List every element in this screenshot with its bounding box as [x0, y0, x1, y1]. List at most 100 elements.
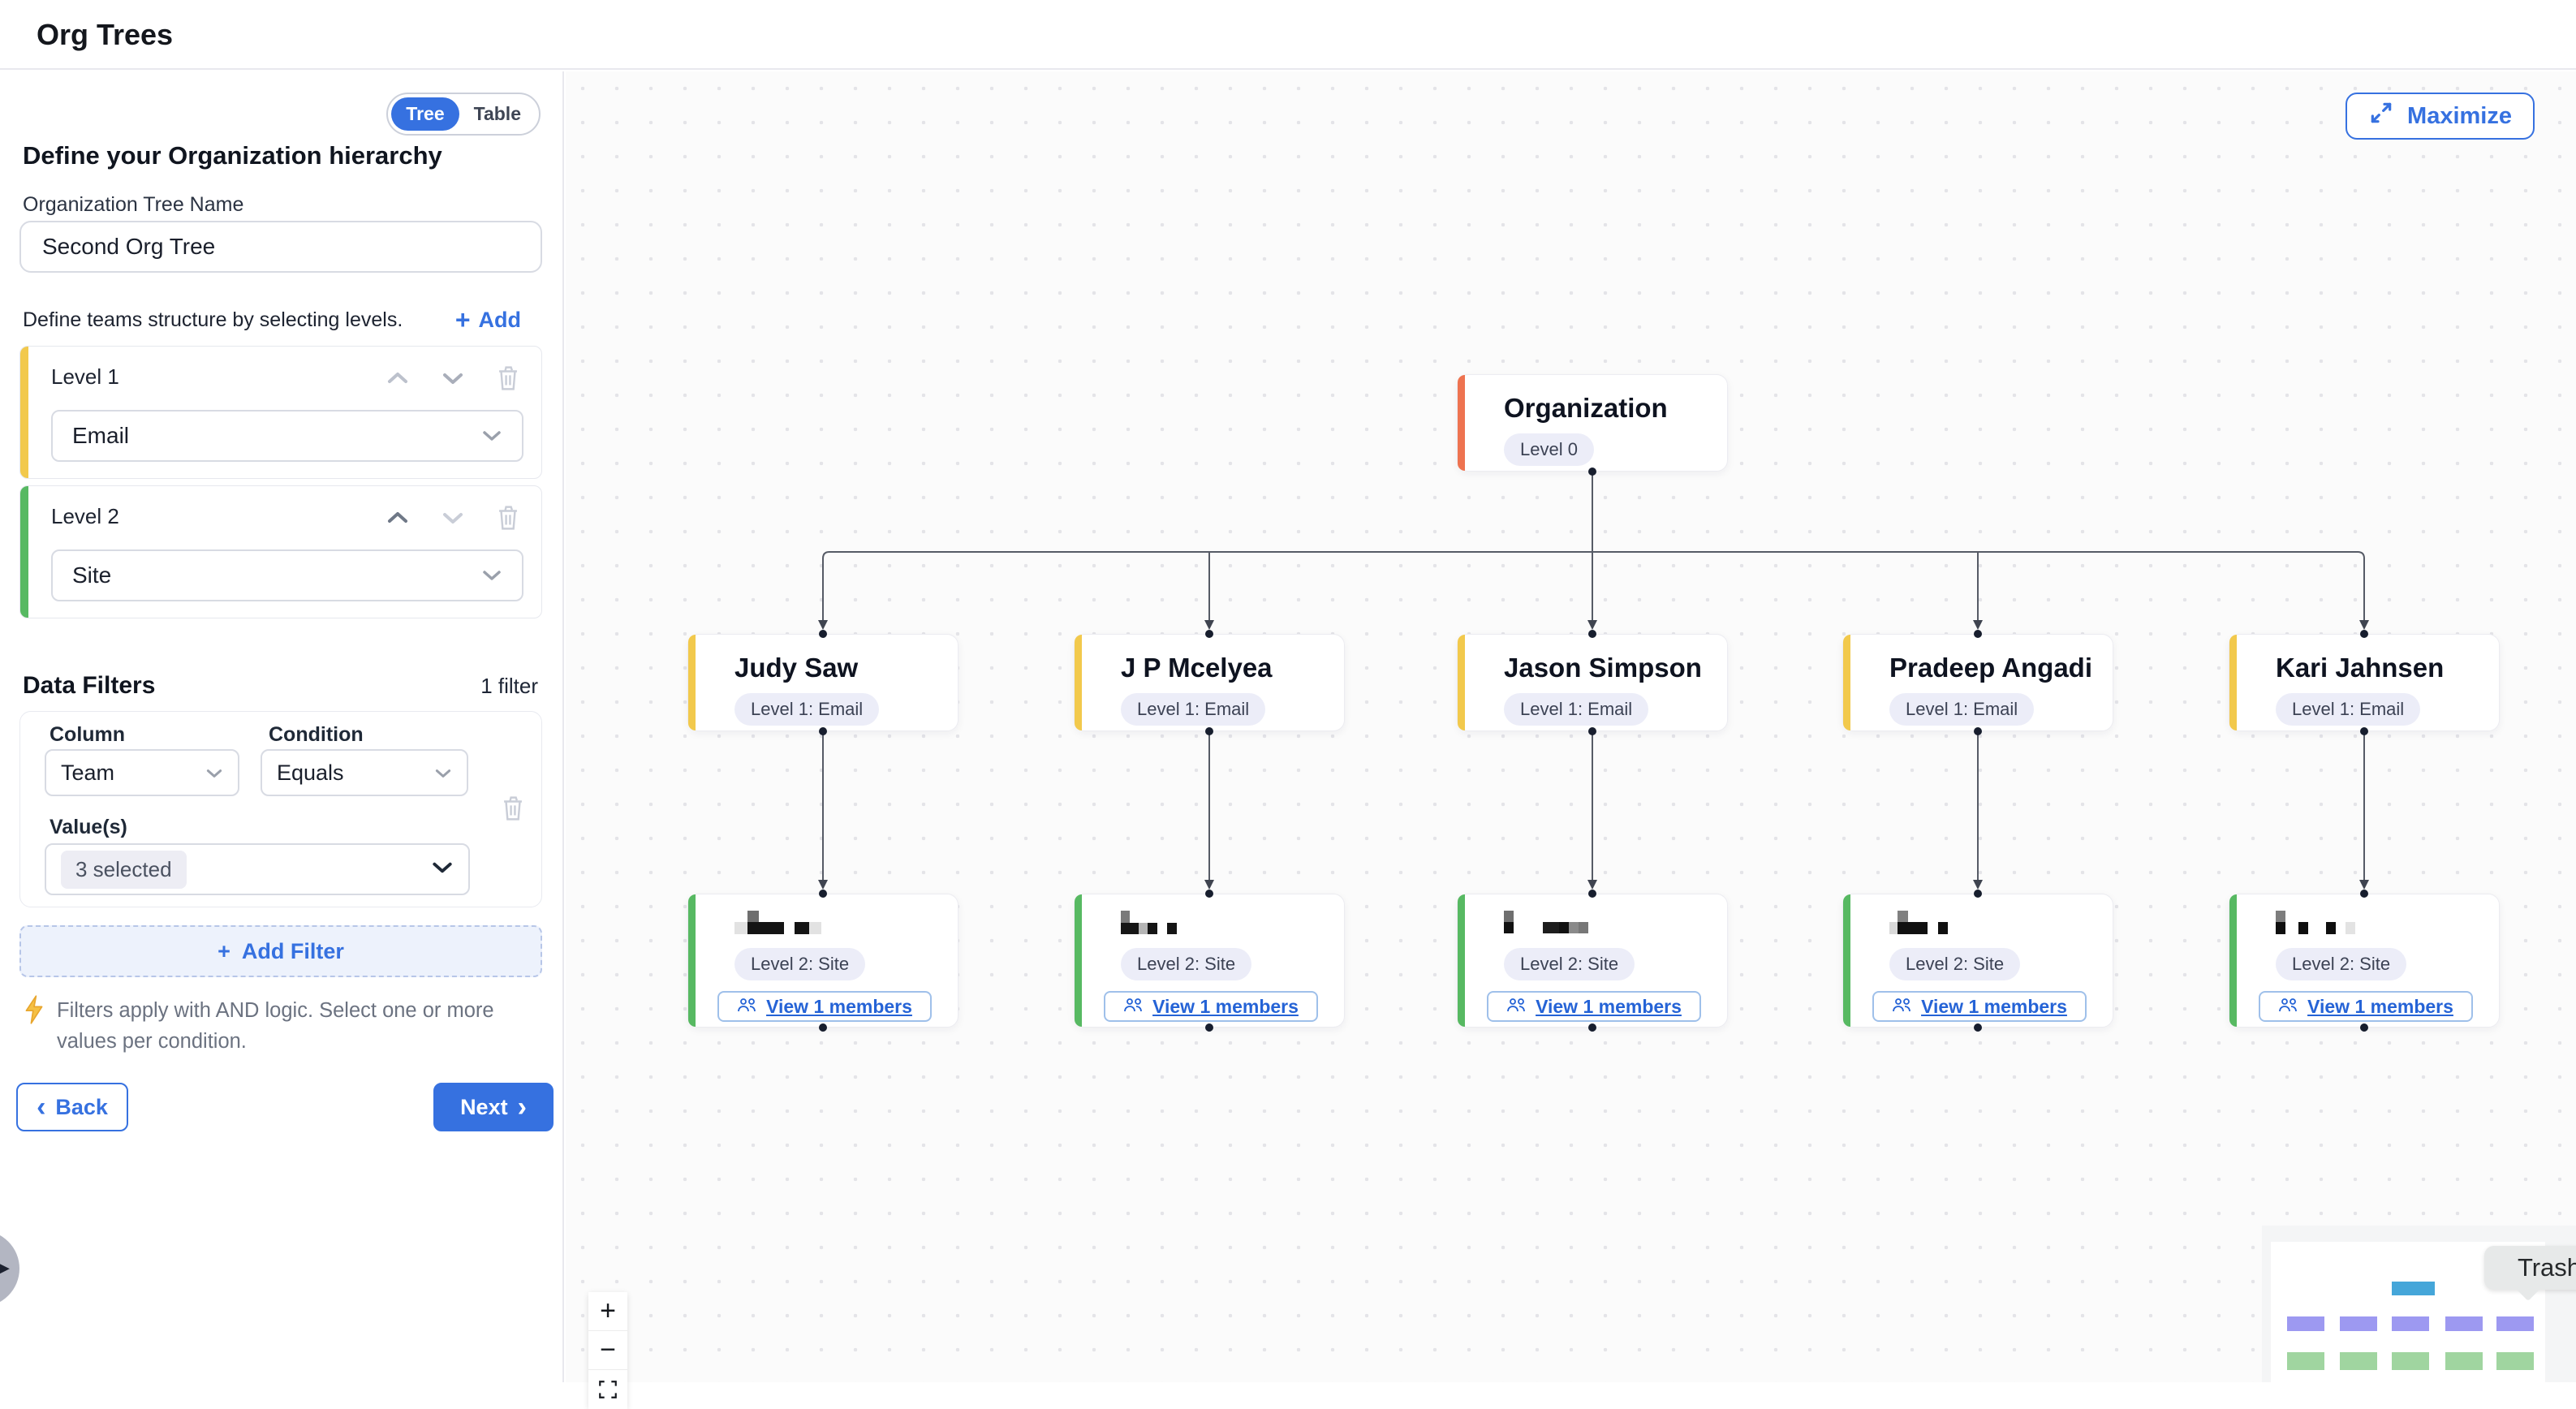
tree-name-input[interactable] — [19, 221, 542, 273]
node-level-badge: Level 1: Email — [2276, 693, 2421, 726]
view-members-label: View 1 members — [2307, 995, 2453, 1017]
org-node-level1[interactable]: Judy Saw Level 1: Email — [687, 634, 958, 731]
org-node-level2[interactable]: Level 2: Site View 1 members — [2229, 894, 2500, 1028]
members-icon — [1506, 996, 1527, 1018]
toggle-tree[interactable]: Tree — [391, 97, 459, 131]
sidebar-collapse-handle[interactable]: ▶ — [0, 1230, 19, 1307]
redacted-title — [2276, 911, 2438, 937]
next-label: Next — [460, 1094, 508, 1119]
toggle-table[interactable]: Table — [473, 103, 521, 124]
org-node-level1[interactable]: Jason Simpson Level 1: Email — [1457, 634, 1728, 731]
maximize-button[interactable]: Maximize — [2346, 93, 2535, 140]
page-title: Org Trees — [37, 18, 174, 51]
level-1-accent-bar — [20, 347, 28, 478]
node-accent-bar — [1458, 894, 1465, 1027]
org-node-level2[interactable]: Level 2: Site View 1 members — [1074, 894, 1345, 1028]
node-title: Pradeep Angadi — [1889, 653, 2092, 683]
zoom-in-button[interactable]: + — [588, 1292, 627, 1331]
plus-icon: + — [454, 305, 471, 334]
org-node-level1[interactable]: J P Mcelyea Level 1: Email — [1074, 634, 1345, 731]
view-members-button[interactable]: View 1 members — [2259, 991, 2473, 1022]
filter-count: 1 filter — [480, 674, 538, 698]
level-1-select[interactable]: Email — [51, 410, 523, 462]
view-members-label: View 1 members — [766, 995, 912, 1017]
org-node-level1[interactable]: Kari Jahnsen Level 1: Email — [2229, 634, 2500, 731]
node-accent-bar — [688, 894, 696, 1027]
node-accent-bar — [1843, 635, 1850, 730]
move-up-icon[interactable] — [386, 370, 410, 386]
zoom-out-button[interactable]: − — [588, 1331, 627, 1370]
values-select[interactable]: 3 selected — [45, 843, 470, 895]
node-level-badge: Level 2: Site — [2276, 948, 2407, 980]
node-accent-bar — [688, 635, 696, 730]
node-level-badge: Level 1: Email — [1504, 693, 1649, 726]
filter-card: Column Condition Team Equals Value(s) 3 … — [19, 711, 542, 907]
view-members-button[interactable]: View 1 members — [1872, 991, 2087, 1022]
node-accent-bar — [1075, 635, 1082, 730]
add-level-button[interactable]: + Add — [455, 305, 521, 335]
plus-icon: + — [218, 938, 230, 963]
redacted-title — [734, 911, 897, 937]
org-node-level2[interactable]: Level 2: Site View 1 members — [1457, 894, 1728, 1028]
add-filter-button[interactable]: + Add Filter — [19, 925, 542, 977]
org-node-level2[interactable]: Level 2: Site View 1 members — [1842, 894, 2113, 1028]
view-toggle: Tree Table — [386, 93, 541, 136]
members-icon — [1123, 996, 1144, 1018]
chevron-down-icon — [481, 562, 502, 588]
move-down-icon[interactable] — [441, 510, 465, 526]
add-level-label: Add — [478, 308, 521, 332]
redacted-title — [1889, 911, 2052, 937]
level-2-selected-value: Site — [72, 562, 112, 588]
node-accent-bar — [2229, 894, 2237, 1027]
add-filter-label: Add Filter — [241, 938, 344, 963]
chevron-down-icon — [434, 761, 452, 786]
level-1-card: Level 1 Email — [19, 346, 542, 479]
node-level-badge: Level 2: Site — [734, 948, 866, 980]
fit-view-button[interactable] — [588, 1370, 627, 1409]
view-members-button[interactable]: View 1 members — [1487, 991, 1701, 1022]
node-level-badge: Level 1: Email — [734, 693, 880, 726]
level-1-label: Level 1 — [51, 364, 119, 389]
org-node-level1[interactable]: Pradeep Angadi Level 1: Email — [1842, 634, 2113, 731]
chevron-down-icon — [481, 423, 502, 449]
org-tree-canvas[interactable]: Maximize Organization Level 0 Judy Saw L… — [566, 71, 2576, 1409]
node-accent-bar — [1843, 894, 1850, 1027]
back-button[interactable]: ‹ Back — [16, 1083, 128, 1131]
move-down-icon[interactable] — [441, 370, 465, 386]
minimap-nodes — [2287, 1282, 2534, 1370]
zoom-controls: + − — [588, 1292, 627, 1409]
node-accent-bar — [1458, 375, 1465, 471]
org-node-root[interactable]: Organization Level 0 — [1457, 374, 1728, 472]
node-level-badge: Level 2: Site — [1121, 948, 1252, 980]
move-up-icon[interactable] — [386, 510, 410, 526]
members-icon — [2278, 996, 2299, 1018]
delete-level-icon[interactable] — [496, 364, 520, 392]
redacted-title — [1121, 911, 1283, 937]
view-members-label: View 1 members — [1152, 995, 1299, 1017]
maximize-label: Maximize — [2407, 102, 2512, 129]
level-2-select[interactable]: Site — [51, 549, 523, 601]
delete-filter-icon[interactable] — [501, 795, 525, 826]
levels-hint: Define teams structure by selecting leve… — [23, 308, 403, 331]
chevron-left-icon: ‹ — [37, 1091, 46, 1122]
level-2-accent-bar — [20, 486, 28, 618]
column-value: Team — [61, 760, 115, 785]
view-members-button[interactable]: View 1 members — [717, 991, 932, 1022]
chevron-down-icon — [431, 860, 454, 880]
node-title: Jason Simpson — [1504, 653, 1702, 683]
node-level-badge: Level 1: Email — [1121, 693, 1266, 726]
node-accent-bar — [1458, 635, 1465, 730]
node-accent-bar — [1075, 894, 1082, 1027]
delete-level-icon[interactable] — [496, 504, 520, 532]
view-members-label: View 1 members — [1536, 995, 1682, 1017]
lightning-icon — [23, 995, 45, 1058]
view-members-label: View 1 members — [1921, 995, 2067, 1017]
condition-select[interactable]: Equals — [261, 749, 468, 796]
column-select[interactable]: Team — [45, 749, 239, 796]
node-title: Organization — [1504, 393, 1668, 423]
org-node-level2[interactable]: Level 2: Site View 1 members — [687, 894, 958, 1028]
next-button[interactable]: Next › — [433, 1083, 554, 1131]
filters-note: Filters apply with AND logic. Select one… — [23, 995, 510, 1058]
view-members-button[interactable]: View 1 members — [1104, 991, 1318, 1022]
node-accent-bar — [2229, 635, 2237, 730]
